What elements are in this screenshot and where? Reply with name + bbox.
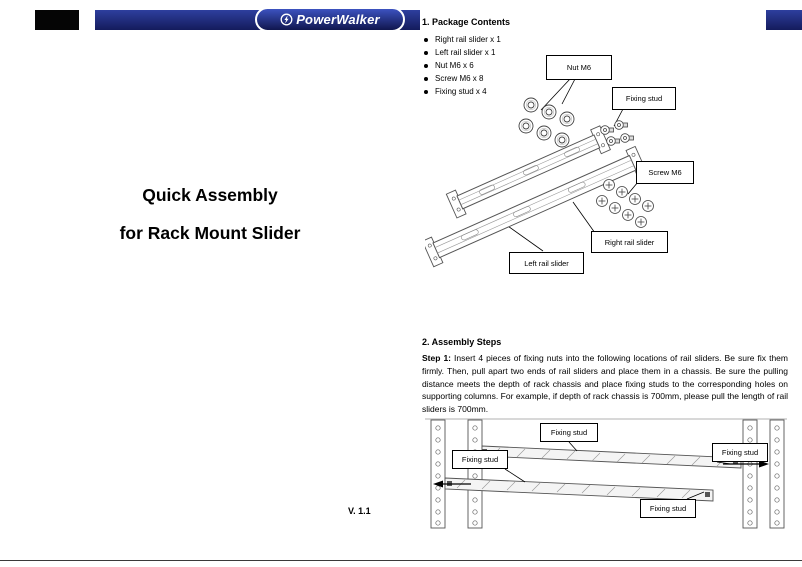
bullet-icon xyxy=(424,76,428,81)
step-1-body: Insert 4 pieces of fixing nuts into the … xyxy=(422,353,788,415)
callout-fixing-stud-bottom: Fixing stud xyxy=(640,499,696,518)
bullet-icon xyxy=(424,63,428,68)
header-right-block xyxy=(766,10,802,30)
list-item-label: Left rail slider x 1 xyxy=(435,48,496,57)
screws-drawing xyxy=(596,179,654,228)
top-rail-drawing xyxy=(481,445,769,469)
package-contents-figure xyxy=(425,48,785,333)
fixing-studs-drawing xyxy=(600,120,634,146)
list-item: Left rail slider x 1 xyxy=(424,46,604,59)
arrow-left-icon xyxy=(433,480,443,488)
list-item-label: Right rail slider x 1 xyxy=(435,35,501,44)
powerwalker-logo: PowerWalker xyxy=(255,7,405,32)
callout-screw-m6: Screw M6 xyxy=(636,161,694,184)
list-item-label: Screw M6 x 8 xyxy=(435,74,484,83)
arrow-right-icon xyxy=(759,460,769,468)
step-1-paragraph: Step 1: Insert 4 pieces of fixing nuts i… xyxy=(422,352,788,416)
leader-lines xyxy=(504,78,639,252)
section-2-heading: 2. Assembly Steps xyxy=(422,337,502,347)
callout-fixing-stud-right: Fixing stud xyxy=(712,443,768,462)
list-item: Screw M6 x 8 xyxy=(424,72,604,85)
rack-install-illustration xyxy=(425,418,787,529)
version-label: V. 1.1 xyxy=(348,506,371,516)
assembly-figure xyxy=(425,418,787,530)
list-item: Fixing stud x 4 xyxy=(424,85,604,98)
bullet-icon xyxy=(424,37,428,42)
title-line-1: Quick Assembly xyxy=(142,185,278,205)
step-1-label: Step 1: xyxy=(422,353,452,363)
callout-fixing-stud-left: Fixing stud xyxy=(452,450,508,469)
callout-nut-m6: Nut M6 xyxy=(546,55,612,80)
rail-parts-illustration xyxy=(425,78,654,268)
list-item: Nut M6 x 6 xyxy=(424,59,604,72)
power-bolt-icon xyxy=(280,13,293,26)
rack-post-holes xyxy=(435,425,780,526)
callout-right-rail-slider: Right rail slider xyxy=(591,231,668,253)
rack-posts xyxy=(430,419,785,529)
title-line-2: for Rack Mount Slider xyxy=(119,223,301,243)
callout-fixing-stud-top: Fixing stud xyxy=(540,423,598,442)
bullet-icon xyxy=(424,89,428,94)
list-item-label: Fixing stud x 4 xyxy=(435,87,487,96)
callout-left-rail-slider: Left rail slider xyxy=(509,252,584,274)
document-title: Quick Assembly for Rack Mount Slider xyxy=(52,184,368,244)
left-rail-drawing xyxy=(445,125,611,219)
list-item-label: Nut M6 x 6 xyxy=(435,61,474,70)
bullet-icon xyxy=(424,50,428,55)
package-contents-list: Right rail slider x 1 Left rail slider x… xyxy=(424,33,604,98)
header-black-block xyxy=(35,10,79,30)
list-item: Right rail slider x 1 xyxy=(424,33,604,46)
leader-lines xyxy=(504,441,732,500)
section-1-heading: 1. Package Contents xyxy=(422,17,511,27)
logo-wordmark: PowerWalker xyxy=(296,12,380,27)
bottom-rail-drawing xyxy=(433,477,714,502)
callout-fixing-stud: Fixing stud xyxy=(612,87,676,110)
page-bottom-rule xyxy=(0,560,802,561)
nuts-drawing xyxy=(518,97,575,148)
